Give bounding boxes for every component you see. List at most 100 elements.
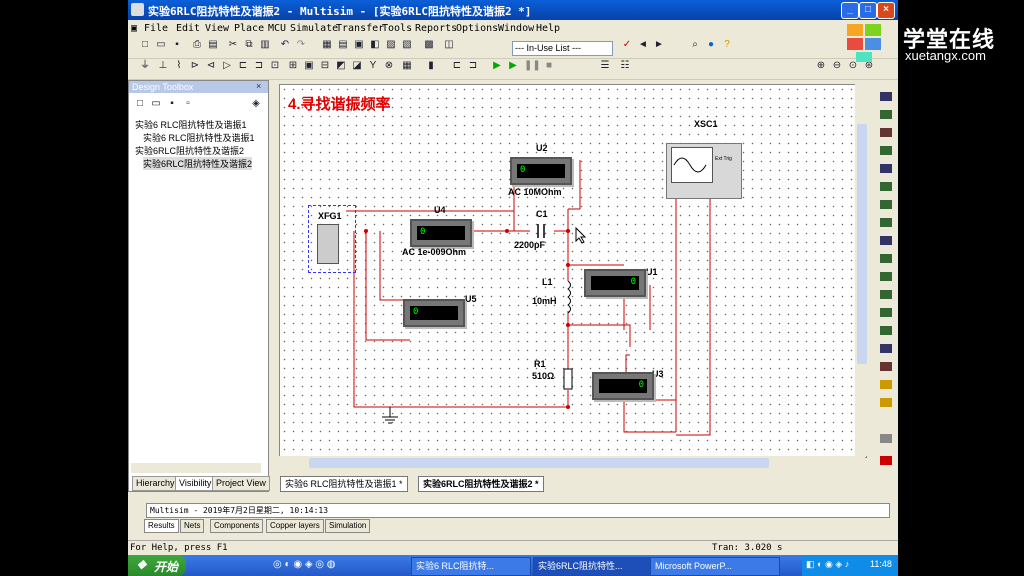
function-generator-tool-icon[interactable]	[880, 110, 892, 119]
close-design-icon[interactable]: ▫	[186, 98, 190, 109]
analog-icon[interactable]: ▷	[223, 60, 231, 71]
maximize-button[interactable]: □	[859, 2, 877, 19]
erc-icon[interactable]: ✓	[622, 39, 632, 50]
tab-nets[interactable]: Nets	[180, 519, 205, 533]
print-preview-icon[interactable]: ▤	[208, 39, 218, 50]
menu-edit[interactable]: Edit	[176, 23, 201, 34]
component-list-icon[interactable]: ☰	[600, 60, 610, 71]
ground-icon[interactable]: ⏚	[140, 60, 150, 71]
measurement-probe-tool-icon[interactable]	[880, 434, 892, 443]
agilent-multimeter-tool-icon[interactable]	[880, 362, 892, 371]
menu-place[interactable]: Place	[234, 23, 265, 34]
current-probe-tool-icon[interactable]	[880, 456, 892, 465]
multimeter-u5[interactable]: 0	[403, 299, 465, 327]
tree-item-sheet1[interactable]: 实验6 RLC阻抗特性及谐振1	[143, 133, 255, 143]
zoom-out-icon[interactable]: ⊖	[832, 60, 842, 71]
menu-tools[interactable]: Tools	[382, 23, 413, 34]
tab-project-view[interactable]: Project View	[212, 476, 270, 491]
chart-icon[interactable]: ▨	[386, 39, 396, 50]
tab-hierarchy[interactable]: Hierarchy	[132, 476, 179, 491]
logic-converter-tool-icon[interactable]	[880, 254, 892, 263]
iv-analyzer-tool-icon[interactable]	[880, 272, 892, 281]
misc-digital-icon[interactable]: ⊡	[270, 60, 280, 71]
new-design-icon[interactable]: □	[136, 98, 144, 109]
menu-reports[interactable]: Reports	[415, 23, 458, 34]
tree-item-design2[interactable]: 实验6RLC阻抗特性及谐振2	[135, 146, 245, 156]
zoom-area-icon[interactable]: ⊙	[848, 60, 858, 71]
start-button[interactable]: ❖ 开始	[128, 555, 186, 576]
spectrum-analyzer-tool-icon[interactable]	[880, 308, 892, 317]
in-use-list-dropdown[interactable]: --- In-Use List ---	[512, 41, 613, 56]
tree-item-sheet2[interactable]: 实验6RLC阻抗特性及谐振2	[143, 157, 253, 170]
properties-icon[interactable]: ◈	[252, 98, 260, 109]
cut-icon[interactable]: ✂	[228, 39, 238, 50]
probe-icon[interactable]: ▮	[428, 60, 434, 71]
rf-icon[interactable]: Y	[369, 60, 377, 71]
source-icon[interactable]: ⊥	[158, 60, 168, 71]
four-channel-scope-tool-icon[interactable]	[880, 164, 892, 173]
tray-icons[interactable]: ◧ ◐ ◉ ◈ ♪	[806, 559, 850, 569]
tab-visibility[interactable]: Visibility	[175, 476, 216, 491]
canvas-hscroll[interactable]	[279, 456, 865, 470]
vscroll-thumb[interactable]	[857, 124, 867, 364]
agilent-generator-tool-icon[interactable]	[880, 344, 892, 353]
quicklaunch-icons[interactable]: ◎ ◐ ◉ ◈ ◎ ◍	[273, 559, 336, 570]
menu-options[interactable]: Options	[456, 23, 499, 34]
oscilloscope-xsc1[interactable]: Ext Trig	[666, 143, 742, 199]
database-icon[interactable]: ▣	[354, 39, 364, 50]
stop-icon[interactable]: ■	[545, 60, 553, 71]
advanced-peripherals-icon[interactable]: ◪	[352, 60, 362, 71]
multimeter-tool-icon[interactable]	[880, 92, 892, 101]
agilent-scope-tool-icon[interactable]	[880, 380, 892, 389]
paste-icon[interactable]: ▥	[260, 39, 270, 50]
indicator-icon[interactable]: ▣	[304, 60, 314, 71]
run-alt-icon[interactable]: ▶	[509, 60, 517, 71]
schematic-canvas[interactable]: 4.寻找谐振频率	[279, 84, 867, 458]
spreadsheet-icon[interactable]: ▤	[338, 39, 348, 50]
multimeter-u2[interactable]: 0	[510, 157, 572, 185]
logic-analyzer-tool-icon[interactable]	[880, 236, 892, 245]
basic-icon[interactable]: ⌇	[176, 60, 182, 71]
power-icon[interactable]: ⊟	[320, 60, 330, 71]
minimize-button[interactable]: _	[841, 2, 859, 19]
close-button[interactable]: ×	[877, 2, 895, 19]
undo-icon[interactable]: ↶	[280, 39, 290, 50]
transistor-icon[interactable]: ⊲	[206, 60, 216, 71]
hscroll-thumb[interactable]	[309, 458, 769, 468]
pause-icon[interactable]: ❚❚	[524, 60, 541, 71]
back-annotate-icon[interactable]: ◄	[638, 39, 648, 50]
oscilloscope-tool-icon[interactable]	[880, 146, 892, 155]
toolbox-close-icon[interactable]: ×	[256, 81, 262, 91]
community-icon[interactable]: ●	[707, 39, 715, 50]
multimeter-u3[interactable]: 0	[592, 372, 654, 400]
multimeter-u1[interactable]: 0	[584, 269, 646, 297]
help-icon[interactable]: ?	[724, 39, 730, 50]
toolbox-icon[interactable]: ◧	[370, 39, 380, 50]
run-icon[interactable]: ▶	[493, 60, 501, 71]
zoom-fit-icon[interactable]: ⊛	[864, 60, 874, 71]
tree-item-design1[interactable]: 实验6 RLC阻抗特性及谐振1	[135, 120, 247, 130]
multimeter-u4[interactable]: 0	[410, 219, 472, 247]
task-design1[interactable]: 实验6 RLC阻抗特...	[411, 557, 531, 576]
wattmeter-tool-icon[interactable]	[880, 128, 892, 137]
menu-view[interactable]: View	[205, 23, 230, 34]
description-icon[interactable]: ▧	[402, 39, 412, 50]
canvas-vscroll[interactable]	[855, 84, 869, 456]
copy-icon[interactable]: ⧉	[245, 39, 253, 50]
menu-simulate[interactable]: Simulate	[290, 23, 339, 34]
toolbox-hscroll[interactable]	[131, 463, 261, 473]
frequency-counter-tool-icon[interactable]	[880, 200, 892, 209]
grid-icon[interactable]: ▦	[322, 39, 332, 50]
find-examples-icon[interactable]: ⌕	[692, 39, 698, 50]
cmos-icon[interactable]: ⊐	[254, 60, 264, 71]
menu-file[interactable]: File	[144, 23, 169, 34]
bode-plotter-tool-icon[interactable]	[880, 182, 892, 191]
menu-help[interactable]: Help	[536, 23, 561, 34]
diode-icon[interactable]: ⊳	[190, 60, 200, 71]
word-generator-tool-icon[interactable]	[880, 218, 892, 227]
menu-window[interactable]: Window	[498, 23, 535, 34]
forward-annotate-icon[interactable]: ►	[654, 39, 664, 50]
tab-copper-layers[interactable]: Copper layers	[266, 519, 324, 533]
function-generator-xfg1[interactable]	[308, 205, 356, 273]
open-design-icon[interactable]: ▭	[151, 98, 161, 109]
